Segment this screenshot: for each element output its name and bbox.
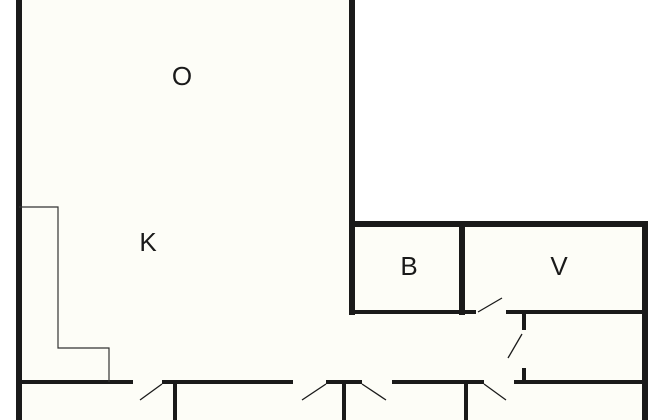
hall-fill <box>476 312 642 382</box>
storage-fill <box>462 224 642 312</box>
lower-fill <box>19 382 642 420</box>
room-label-living: O <box>171 61 193 91</box>
main-room-fill <box>19 0 476 382</box>
room-label-kitchen: K <box>139 227 157 257</box>
door-bath-swing <box>477 297 503 313</box>
kitchen-counter <box>19 206 110 382</box>
room-fills <box>19 0 642 420</box>
door-lower-3-swing <box>483 383 507 401</box>
door-lower-2b-swing <box>361 383 387 401</box>
door-swings <box>139 297 523 401</box>
partitions <box>19 310 645 420</box>
door-lower-2a-swing <box>301 383 327 401</box>
door-hall-swing <box>507 333 523 359</box>
room-label-bath: B <box>400 251 418 281</box>
bath-fill <box>352 224 462 312</box>
walls <box>16 0 648 420</box>
door-lower-1-swing <box>139 383 163 401</box>
room-label-storage: V <box>550 251 568 281</box>
